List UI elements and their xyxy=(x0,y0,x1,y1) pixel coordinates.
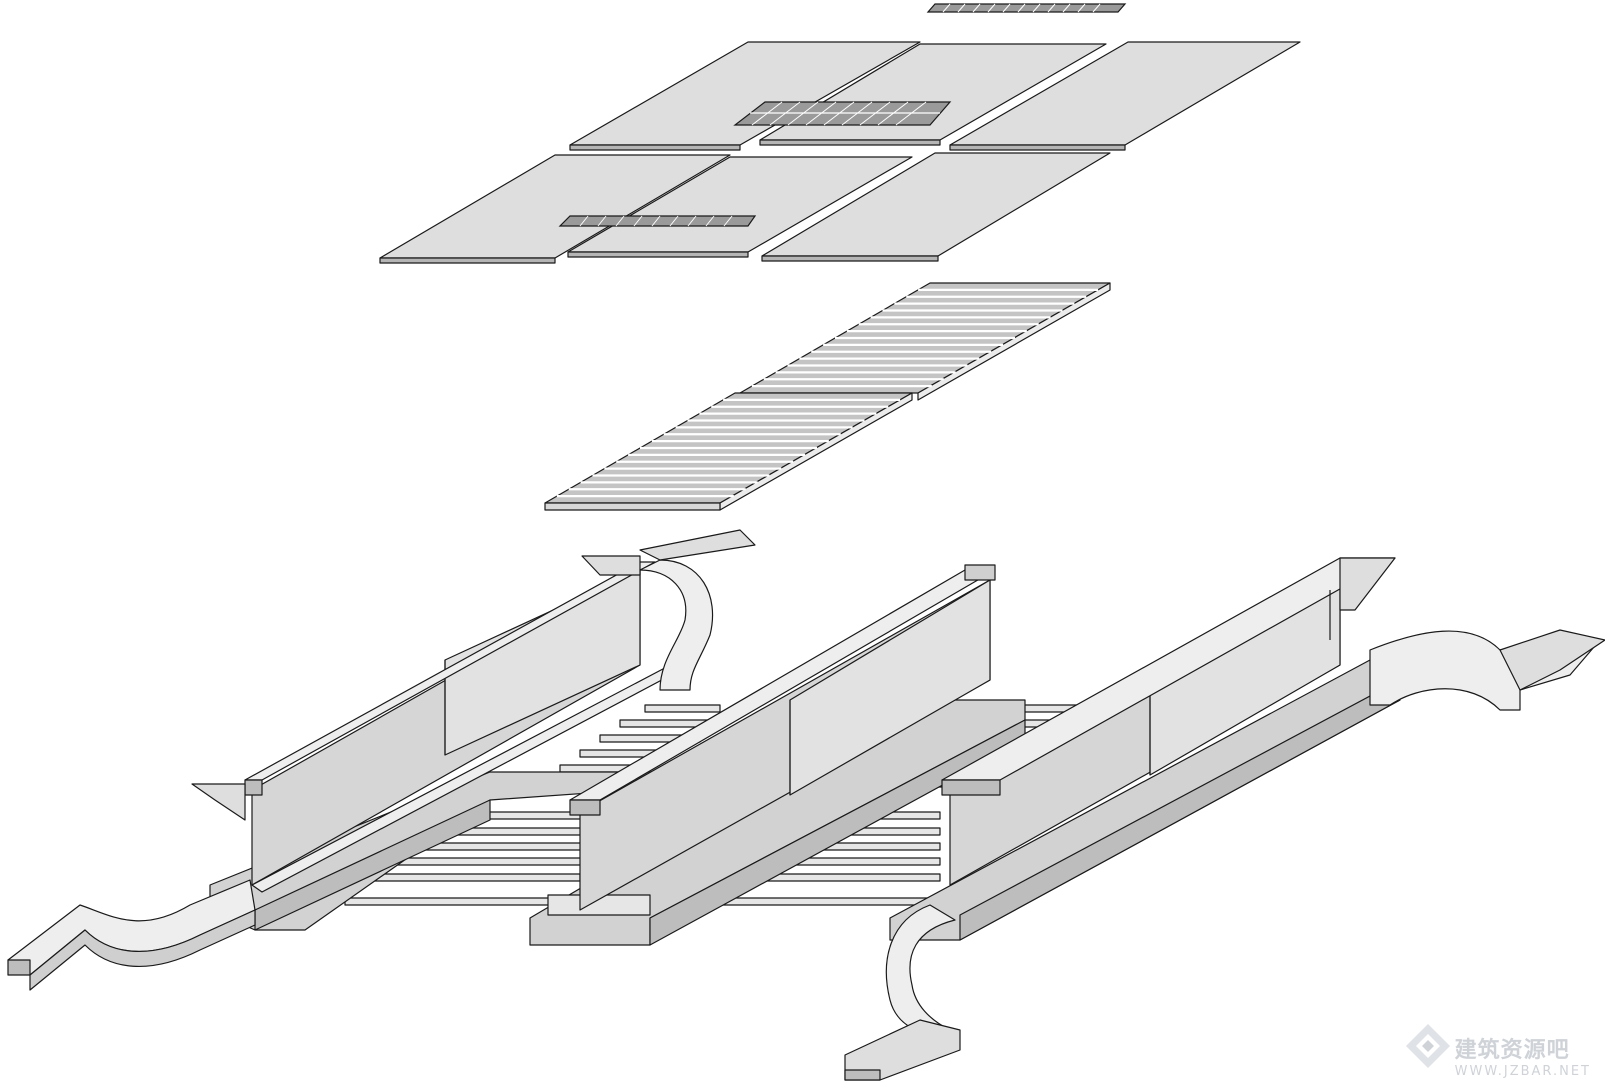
watermark-logo xyxy=(1406,1024,1450,1068)
watermark-text-cn: 建筑资源吧 xyxy=(1454,1038,1570,1063)
curved-stringer-top xyxy=(639,529,756,691)
tile-strip-lower xyxy=(558,215,757,227)
tile-strip-top xyxy=(926,3,1127,13)
floor-panel-upper-right xyxy=(949,41,1301,151)
slab-joint-lines xyxy=(556,288,1099,498)
watermark-text-en: WWW.JZBAR.NET xyxy=(1454,1064,1591,1079)
middle-beam xyxy=(529,564,1026,946)
floor-panel-lower-left xyxy=(379,154,731,264)
floor-panel-lower-middle xyxy=(567,156,913,258)
beam-structure xyxy=(7,529,1605,1081)
floor-panel-upper-left xyxy=(569,41,921,151)
curved-stringer-right xyxy=(1369,629,1605,711)
hollow-core-slab-upper xyxy=(739,282,1111,401)
right-beam xyxy=(889,557,1401,941)
left-beam xyxy=(191,555,691,931)
watermark: 建筑资源吧 WWW.JZBAR.NET xyxy=(1454,1038,1591,1079)
floor-panel-lower-right xyxy=(761,152,1111,262)
hollow-core-slab-lower xyxy=(544,392,913,511)
curved-stringer-left xyxy=(7,879,256,991)
tile-strip-upper xyxy=(733,101,952,126)
floor-panel-layer xyxy=(379,41,1301,264)
hollow-core-slab-layer xyxy=(544,282,1111,511)
curved-stringer-bottom xyxy=(844,904,961,1081)
